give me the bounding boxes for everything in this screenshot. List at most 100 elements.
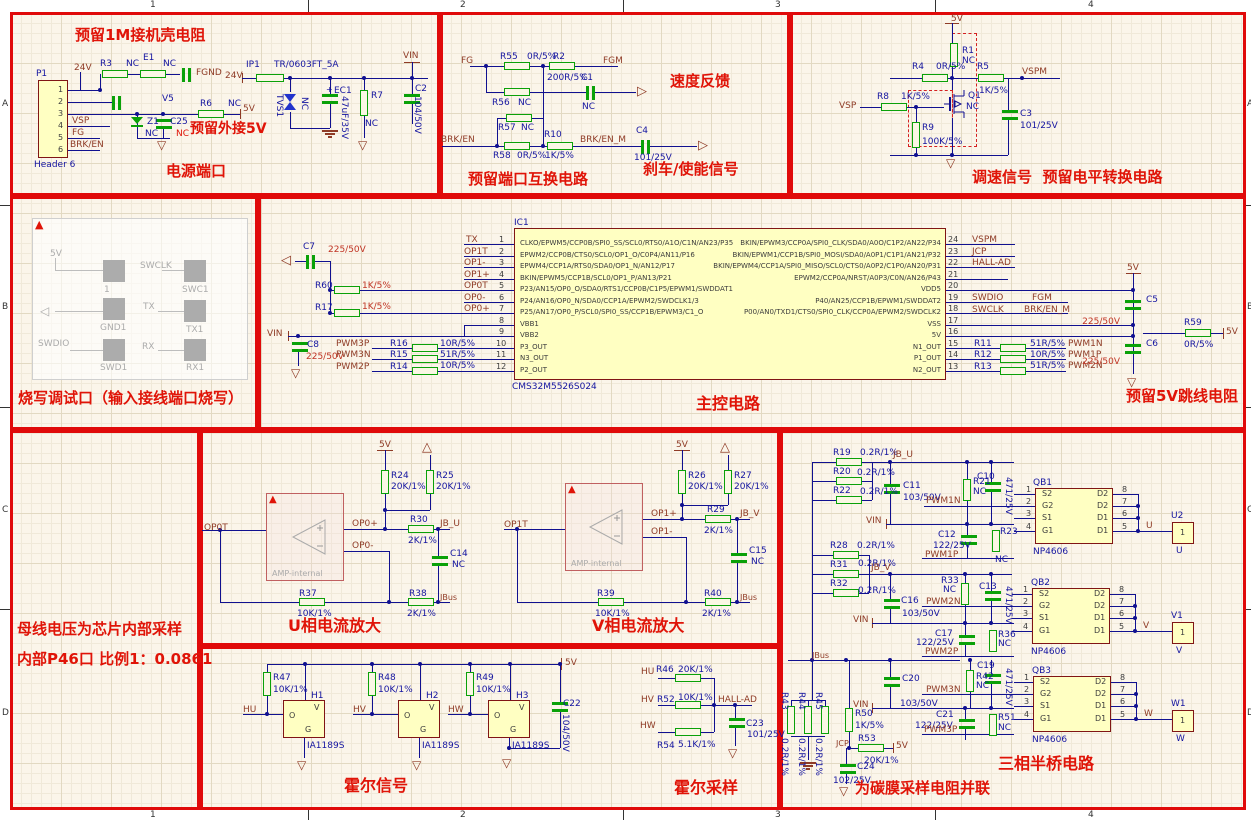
label-r30[interactable]: R30 [410,515,428,525]
label-2k-1[interactable]: 2K/1% [704,526,733,536]
label-epwm2-ccp0a-nrst-a0p3-c0n-an26-p43[interactable]: EPWM2/CCP0A/NRST/A0P3/C0N/AN26/P43 [794,274,941,282]
wire[interactable] [486,66,487,92]
wire[interactable] [922,558,1014,559]
label-225-50v[interactable]: 225/50V [1082,317,1120,327]
wire[interactable] [658,705,675,706]
label-101-25v[interactable]: 101/25V [1020,121,1058,131]
net-label-jb-u[interactable]: JB_U [893,450,913,460]
wire[interactable] [849,660,850,708]
label-10r-5[interactable]: 10R/5% [1030,350,1066,360]
label-qb3[interactable]: QB3 [1032,666,1051,676]
wire[interactable] [946,325,1133,326]
note-section[interactable] [10,430,200,810]
wire[interactable] [812,481,836,482]
label-122-25v[interactable]: 122/25V [915,721,953,731]
label-2[interactable]: 2 [499,247,505,256]
label-u2[interactable]: U2 [1171,511,1184,521]
label-h1[interactable]: H1 [311,691,324,701]
wire[interactable] [1008,78,1009,110]
net-label-jbus[interactable]: JBus [812,651,830,660]
ic-ic1[interactable] [514,228,946,380]
label-1[interactable]: 1 [1180,716,1186,725]
net-label-24v[interactable]: 24V [225,71,243,81]
wire[interactable] [509,748,560,749]
ground-symbol[interactable]: ▽ [412,758,422,772]
resistor-r53[interactable] [858,744,884,752]
wire[interactable] [970,660,971,670]
wire[interactable] [442,146,504,147]
zener-z1[interactable] [130,116,144,130]
label-r39[interactable]: R39 [597,589,615,599]
wire[interactable] [890,574,891,599]
net-label-vin[interactable]: VIN [853,615,869,625]
opamp-symbol[interactable] [588,509,623,545]
wire[interactable] [330,261,331,313]
label-r31[interactable]: R31 [830,560,848,570]
wire[interactable] [1110,618,1135,619]
wire[interactable] [1014,719,1033,720]
resistor-r8[interactable] [881,103,907,111]
wire[interactable] [890,660,891,677]
label-r13[interactable]: R13 [974,362,992,372]
resistor-r2[interactable] [549,62,575,70]
label-10k-1[interactable]: 10K/1% [595,609,630,619]
net-label-vspm[interactable]: VSPM [1022,67,1048,77]
wire[interactable] [267,696,268,714]
wire[interactable] [372,371,412,372]
label-n1-out[interactable]: N1_OUT [912,343,941,351]
wire[interactable] [240,109,241,119]
label-104-50v[interactable]: 104/50V [412,96,422,134]
label-p24-an16-op0-n-sda0-ccp1a-epwm2-swdclk1-3[interactable]: P24/AN16/OP0_N/SDA0/CCP1A/EPWM2/SWDCLK1/… [520,297,699,305]
label-r42[interactable]: R42 [976,672,994,682]
label-0r-5[interactable]: 0R/5% [936,62,966,72]
wire[interactable] [470,696,471,714]
wire[interactable] [486,92,504,93]
wire[interactable] [946,336,1133,337]
label-c24[interactable]: C24 [857,762,875,772]
label-7[interactable]: 7 [1119,597,1125,606]
label-clko-epwm5-ccp0b-spi0-ss-scl0-rts0-a1o-c1n-an23-p35[interactable]: CLKO/EPWM5/CCP0B/SPI0_SS/SCL0/RTS0/A1O/C… [520,239,734,247]
net-label-jcp[interactable]: JCP [972,247,987,257]
label-p40-an25-ccp1b-epwm1-swddat2[interactable]: P40/AN25/CCP1B/EPWM1/SWDDAT2 [815,297,941,305]
label-nc[interactable]: NC [365,119,379,129]
wire[interactable] [298,352,299,366]
label-r11[interactable]: R11 [974,339,992,349]
resistor-r42[interactable] [966,670,974,692]
wire[interactable] [68,126,110,127]
wire[interactable] [728,455,729,470]
net-label-hall-ad[interactable]: HALL-AD [718,695,757,705]
wire[interactable] [353,714,398,715]
annotation-text[interactable]: 预留端口互换电路 [468,170,589,188]
wire[interactable] [517,529,518,602]
label-10k-1[interactable]: 10K/1% [476,685,511,695]
label-47uf-35v[interactable]: 47uF/35V [339,96,349,139]
cap-c23[interactable] [729,718,745,728]
bridge-qb2[interactable] [1032,588,1110,644]
wire[interactable] [1138,531,1172,532]
wire[interactable] [510,664,511,700]
wire[interactable] [1014,694,1033,695]
wire[interactable] [364,78,365,90]
resistor-r29[interactable] [705,515,731,523]
label-8[interactable]: 8 [1122,485,1128,494]
wire[interactable] [890,609,891,623]
wire[interactable] [967,462,968,479]
net-label-pwm1n[interactable]: PWM1N [1068,339,1103,349]
cap-c7[interactable] [306,255,315,269]
wire[interactable] [55,258,56,270]
sheet-marker[interactable]: ▲ [269,494,277,505]
label-3[interactable]: 3 [1024,697,1030,706]
resistor-r40[interactable] [705,598,731,606]
label-c25[interactable]: C25 [170,117,188,127]
wire[interactable] [965,645,966,656]
cap-c6[interactable] [1125,344,1141,354]
label-c10[interactable]: C10 [977,472,995,482]
resistor-r15[interactable] [412,355,438,363]
net-label-fgm[interactable]: FGM [1032,293,1052,303]
wire[interactable] [916,148,917,155]
wire[interactable] [470,664,471,672]
wire[interactable] [946,359,1000,360]
label-p3-out[interactable]: P3_OUT [520,343,548,351]
net-label-vin[interactable]: VIN [866,516,882,526]
label-51r-5[interactable]: 51R/5% [1030,361,1066,371]
